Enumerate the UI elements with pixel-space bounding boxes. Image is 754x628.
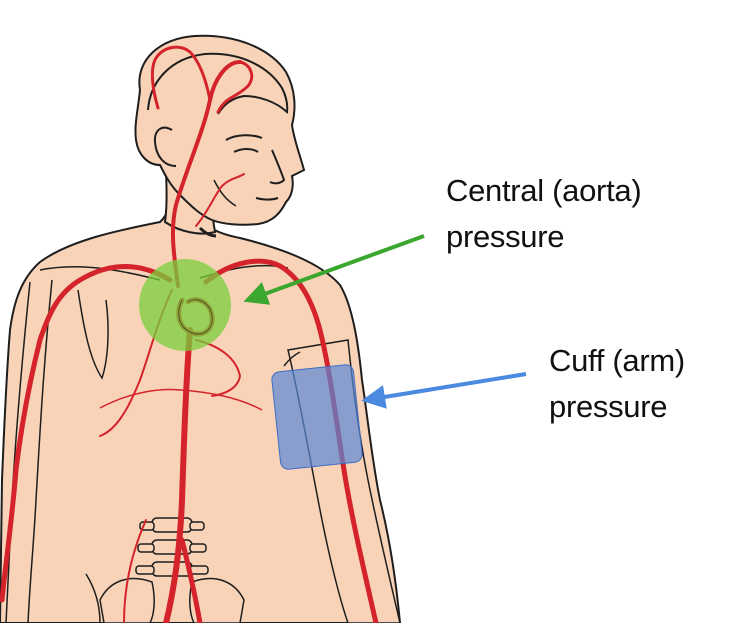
thoracic-branch xyxy=(195,339,242,397)
cuff-label-line1: Cuff (arm) xyxy=(549,343,685,378)
arm-fold xyxy=(283,351,301,367)
subclavian-left xyxy=(0,264,173,603)
descending-aorta xyxy=(163,327,193,626)
cuff-pressure-marker xyxy=(271,364,363,470)
mouth xyxy=(255,197,279,201)
cuff-pressure-label: Cuff (arm) pressure xyxy=(549,338,685,430)
facial-artery xyxy=(216,60,254,114)
central-label-line1: Central (aorta) xyxy=(446,173,642,208)
scapula xyxy=(77,289,109,380)
eyebrow xyxy=(225,134,263,141)
pelvic-branch xyxy=(123,519,147,624)
arrow-left-icon xyxy=(361,372,527,409)
central-pressure-label: Central (aorta) pressure xyxy=(446,168,642,260)
iliac-artery xyxy=(179,537,203,626)
cuff-label-line2: pressure xyxy=(549,389,668,424)
nose xyxy=(269,149,286,185)
humerus-left-2 xyxy=(27,279,53,624)
jaw-line xyxy=(213,179,237,207)
lumbar-spine xyxy=(99,517,245,624)
central-pressure-marker xyxy=(139,259,231,351)
eye xyxy=(233,148,259,153)
carotid-artery xyxy=(170,60,242,288)
head xyxy=(134,34,306,226)
ear xyxy=(153,126,177,167)
temporal-artery xyxy=(150,45,212,110)
aortic-arch-over-marker xyxy=(178,299,213,335)
neck-artery-2 xyxy=(195,173,245,227)
arrow-left-icon xyxy=(243,234,425,305)
waist-line xyxy=(85,573,101,624)
rib-curve xyxy=(99,388,263,411)
central-label-line2: pressure xyxy=(446,219,565,254)
subclavian-right xyxy=(203,258,379,626)
collar-line xyxy=(198,226,217,238)
hair-outline xyxy=(147,52,289,115)
